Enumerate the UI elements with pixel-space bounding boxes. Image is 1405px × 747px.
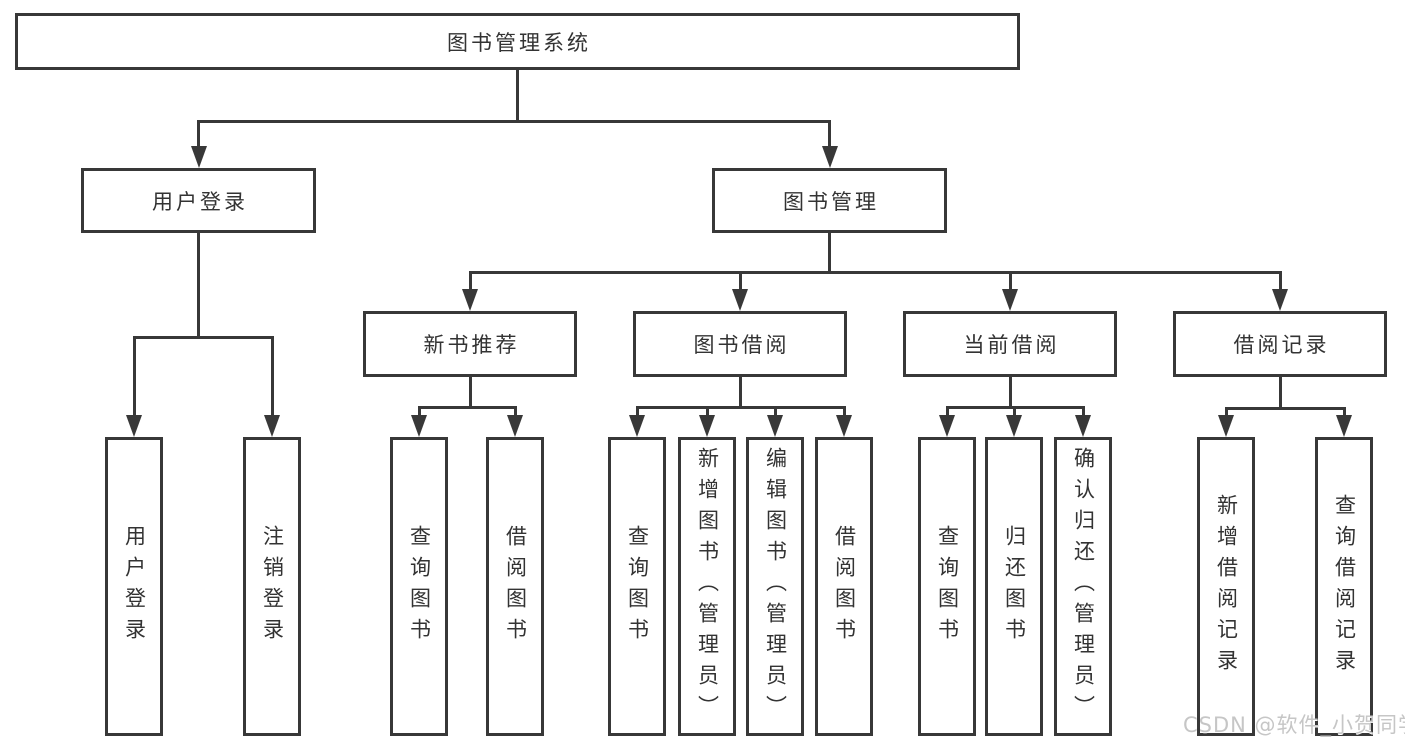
connector-line — [1342, 407, 1346, 419]
node-new-book-recommend: 新书推荐 — [363, 311, 577, 377]
connector-arrowhead-leaf-br-query — [1336, 415, 1352, 437]
connector-line — [945, 406, 949, 419]
connector-line — [738, 271, 742, 293]
connector-line — [270, 336, 274, 419]
node-label-current-borrow: 当前借阅 — [963, 333, 1060, 357]
node-label-user-login: 用户登录 — [152, 189, 248, 214]
node-label-leaf-logout: 注销登录 — [260, 524, 285, 649]
connector-line — [842, 406, 846, 419]
connector-arrowhead-leaf-logout — [264, 415, 280, 437]
node-leaf-bb-edit: 编辑图书（管理员） — [746, 437, 804, 736]
connector-line — [828, 233, 831, 274]
connector-arrowhead-book-borrow — [732, 289, 748, 311]
node-label-leaf-nbr-borrow: 借阅图书 — [503, 524, 528, 649]
connector-arrowhead-new-book-recommend — [462, 289, 478, 311]
connector-line — [1224, 407, 1228, 419]
node-leaf-br-query: 查询借阅记录 — [1315, 437, 1373, 736]
connector-line — [635, 406, 846, 409]
connector-line — [1012, 406, 1016, 419]
connector-arrowhead-leaf-bb-query — [629, 415, 645, 437]
node-leaf-cb-return: 归还图书 — [985, 437, 1043, 736]
node-label-leaf-nbr-query: 查询图书 — [407, 524, 432, 649]
node-label-book-borrow: 图书借阅 — [693, 333, 790, 357]
node-label-leaf-br-query: 查询借阅记录 — [1332, 493, 1357, 680]
node-label-leaf-bb-query: 查询图书 — [625, 524, 650, 649]
connector-arrowhead-user-login — [190, 146, 207, 168]
connector-line — [1081, 406, 1085, 419]
connector-line — [468, 271, 472, 293]
node-leaf-logout: 注销登录 — [243, 437, 301, 736]
connector-line — [468, 271, 1282, 274]
connector-line — [197, 120, 200, 150]
connector-arrowhead-leaf-bb-borrow — [836, 415, 852, 437]
node-label-book-mgmt: 图书管理 — [783, 189, 879, 214]
node-leaf-nbr-borrow: 借阅图书 — [486, 437, 544, 736]
node-leaf-bb-query: 查询图书 — [608, 437, 666, 736]
connector-arrowhead-leaf-cb-return — [1006, 415, 1022, 437]
node-root: 图书管理系统 — [15, 13, 1020, 70]
connector-arrowhead-leaf-bb-add — [699, 415, 715, 437]
node-leaf-bb-add: 新增图书（管理员） — [678, 437, 736, 736]
connector-line — [197, 233, 200, 339]
node-current-borrow: 当前借阅 — [903, 311, 1117, 377]
connector-line — [417, 406, 421, 419]
node-leaf-user-login: 用户登录 — [105, 437, 163, 736]
node-leaf-br-add: 新增借阅记录 — [1197, 437, 1255, 736]
connector-line — [635, 406, 639, 419]
connector-line — [417, 406, 517, 409]
node-book-mgmt: 图书管理 — [712, 168, 947, 233]
node-leaf-cb-query: 查询图书 — [918, 437, 976, 736]
connector-arrowhead-leaf-br-add — [1218, 415, 1234, 437]
connector-arrowhead-leaf-nbr-borrow — [507, 415, 523, 437]
node-book-borrow: 图书借阅 — [633, 311, 847, 377]
connector-arrowhead-leaf-bb-edit — [767, 415, 783, 437]
node-borrow-records: 借阅记录 — [1173, 311, 1387, 377]
connector-line — [132, 336, 274, 339]
node-user-login: 用户登录 — [81, 168, 316, 233]
node-label-leaf-br-add: 新增借阅记录 — [1214, 493, 1239, 680]
node-label-leaf-bb-borrow: 借阅图书 — [832, 524, 857, 649]
csdn-watermark: CSDN @软件_小贺同学 — [1183, 713, 1405, 737]
connector-line — [773, 406, 777, 419]
connector-line — [738, 377, 742, 409]
node-leaf-nbr-query: 查询图书 — [390, 437, 448, 736]
connector-line — [1008, 377, 1012, 409]
connector-arrowhead-borrow-records — [1272, 289, 1288, 311]
node-label-leaf-bb-edit: 编辑图书（管理员） — [763, 447, 788, 726]
node-leaf-cb-confirm: 确认归还（管理员） — [1054, 437, 1112, 736]
node-label-new-book-recommend: 新书推荐 — [423, 333, 520, 357]
connector-line — [197, 120, 831, 123]
node-leaf-bb-borrow: 借阅图书 — [815, 437, 873, 736]
connector-line — [513, 406, 517, 419]
node-label-leaf-cb-query: 查询图书 — [935, 524, 960, 649]
connector-arrowhead-current-borrow — [1002, 289, 1018, 311]
node-label-leaf-cb-return: 归还图书 — [1002, 524, 1027, 649]
connector-line — [1278, 377, 1282, 410]
connector-arrowhead-leaf-user-login — [126, 415, 142, 437]
connector-arrowhead-leaf-cb-confirm — [1075, 415, 1091, 437]
connector-line — [516, 70, 519, 123]
connector-line — [1224, 407, 1346, 410]
node-label-leaf-user-login: 用户登录 — [122, 524, 147, 649]
node-label-root: 图书管理系统 — [447, 30, 591, 55]
connector-line — [132, 336, 136, 419]
connector-line — [468, 377, 472, 409]
connector-arrowhead-leaf-nbr-query — [411, 415, 427, 437]
node-label-leaf-bb-add: 新增图书（管理员） — [695, 447, 720, 726]
connector-arrowhead-leaf-cb-query — [939, 415, 955, 437]
connector-line — [828, 120, 831, 150]
node-label-borrow-records: 借阅记录 — [1233, 333, 1330, 357]
connector-arrowhead-book-mgmt — [821, 146, 838, 168]
connector-line — [1008, 271, 1012, 293]
connector-line — [705, 406, 709, 419]
connector-line — [1278, 271, 1282, 293]
node-label-leaf-cb-confirm: 确认归还（管理员） — [1071, 447, 1096, 726]
